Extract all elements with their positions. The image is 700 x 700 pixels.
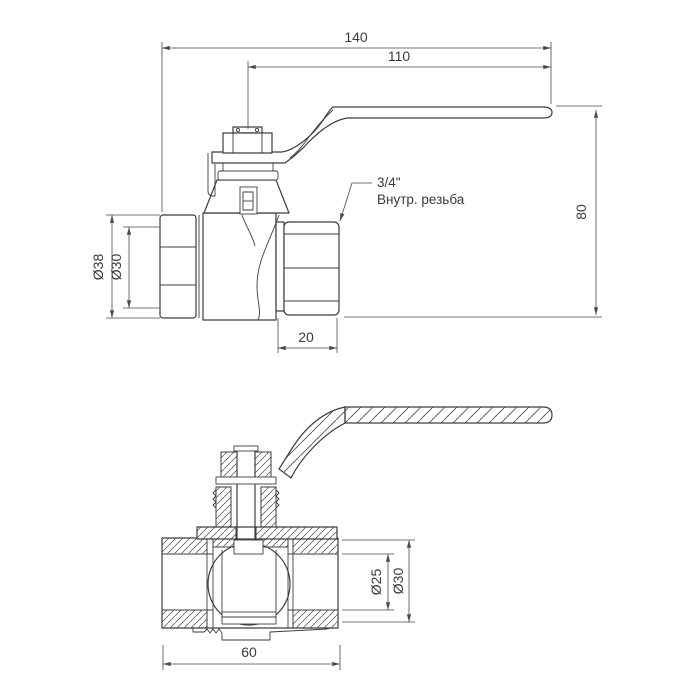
- left-port-wall-top: [161, 537, 208, 555]
- dimension-20: 20: [277, 318, 338, 353]
- handle-side-tab: [207, 153, 216, 197]
- dimension-80: 80: [344, 105, 602, 318]
- dimension-d25: Ø25: [342, 553, 394, 611]
- gland-nut-left: [220, 451, 238, 478]
- packing-column-left: [215, 486, 232, 528]
- dimension-d38: Ø38: [90, 214, 160, 319]
- nipple: [275, 221, 285, 312]
- dimension-110: 110: [247, 48, 552, 129]
- stem-detail-dot: [235, 127, 241, 133]
- dim-80-label: 80: [573, 204, 589, 220]
- dim-d30-top-label: Ø30: [108, 254, 124, 281]
- bonnet-flange: [217, 170, 279, 181]
- section-handle-bend: [278, 406, 346, 479]
- lever-handle: [211, 106, 553, 164]
- dim-140-label: 140: [344, 29, 368, 45]
- packing-column-right: [260, 486, 277, 528]
- body-parting-line: [256, 214, 280, 321]
- dimension-60: 60: [162, 644, 341, 670]
- bottom-view-section: Ø25 Ø30 60: [161, 406, 553, 670]
- section-handle-grip: [344, 406, 553, 424]
- stem-top-cap: [233, 445, 259, 452]
- flange-hatch-left: [196, 526, 237, 540]
- dim-d30-bottom-label: Ø30: [390, 568, 406, 595]
- right-port-wall-bottom: [292, 609, 339, 629]
- body-fillet-line: [241, 214, 256, 247]
- stem-foot: [233, 539, 264, 555]
- dim-d25-label: Ø25: [368, 569, 384, 596]
- packing-nut: [222, 132, 273, 154]
- thread-note: 3/4" Внутр. резьба: [339, 175, 465, 222]
- bottom-seat-ring: [221, 611, 277, 625]
- thread-note-line2: Внутр. резьба: [377, 192, 465, 207]
- body-bottom-profile: [192, 627, 332, 641]
- thread-zigzag-left: [212, 489, 217, 509]
- stem-detail-dot: [254, 127, 260, 133]
- dim-60-label: 60: [241, 644, 257, 660]
- dim-20-label: 20: [298, 329, 314, 345]
- dimension-d30-bottom: Ø30: [342, 539, 415, 623]
- top-view: 140 110 80 Ø38 Ø30: [90, 29, 602, 353]
- stem-washer: [215, 476, 277, 485]
- left-port-wall-bottom: [161, 609, 208, 629]
- right-coupling: [283, 221, 340, 316]
- dimension-d30-top: Ø30: [108, 226, 160, 309]
- gland-nut-right: [254, 451, 272, 478]
- stem-washer: [222, 162, 274, 172]
- dim-d38-label: Ø38: [90, 254, 106, 281]
- handle-fold-line: [289, 109, 334, 159]
- stem-top-cap: [232, 126, 263, 134]
- flange-hatch-right: [255, 526, 338, 540]
- right-port-wall-top: [292, 537, 339, 555]
- thread-zigzag-right: [275, 489, 280, 509]
- dimension-140: 140: [161, 29, 552, 212]
- valve-body-barrel: [202, 212, 277, 321]
- left-end-cap: [159, 214, 197, 319]
- dim-110-label: 110: [388, 48, 411, 64]
- thread-note-line1: 3/4": [377, 175, 401, 190]
